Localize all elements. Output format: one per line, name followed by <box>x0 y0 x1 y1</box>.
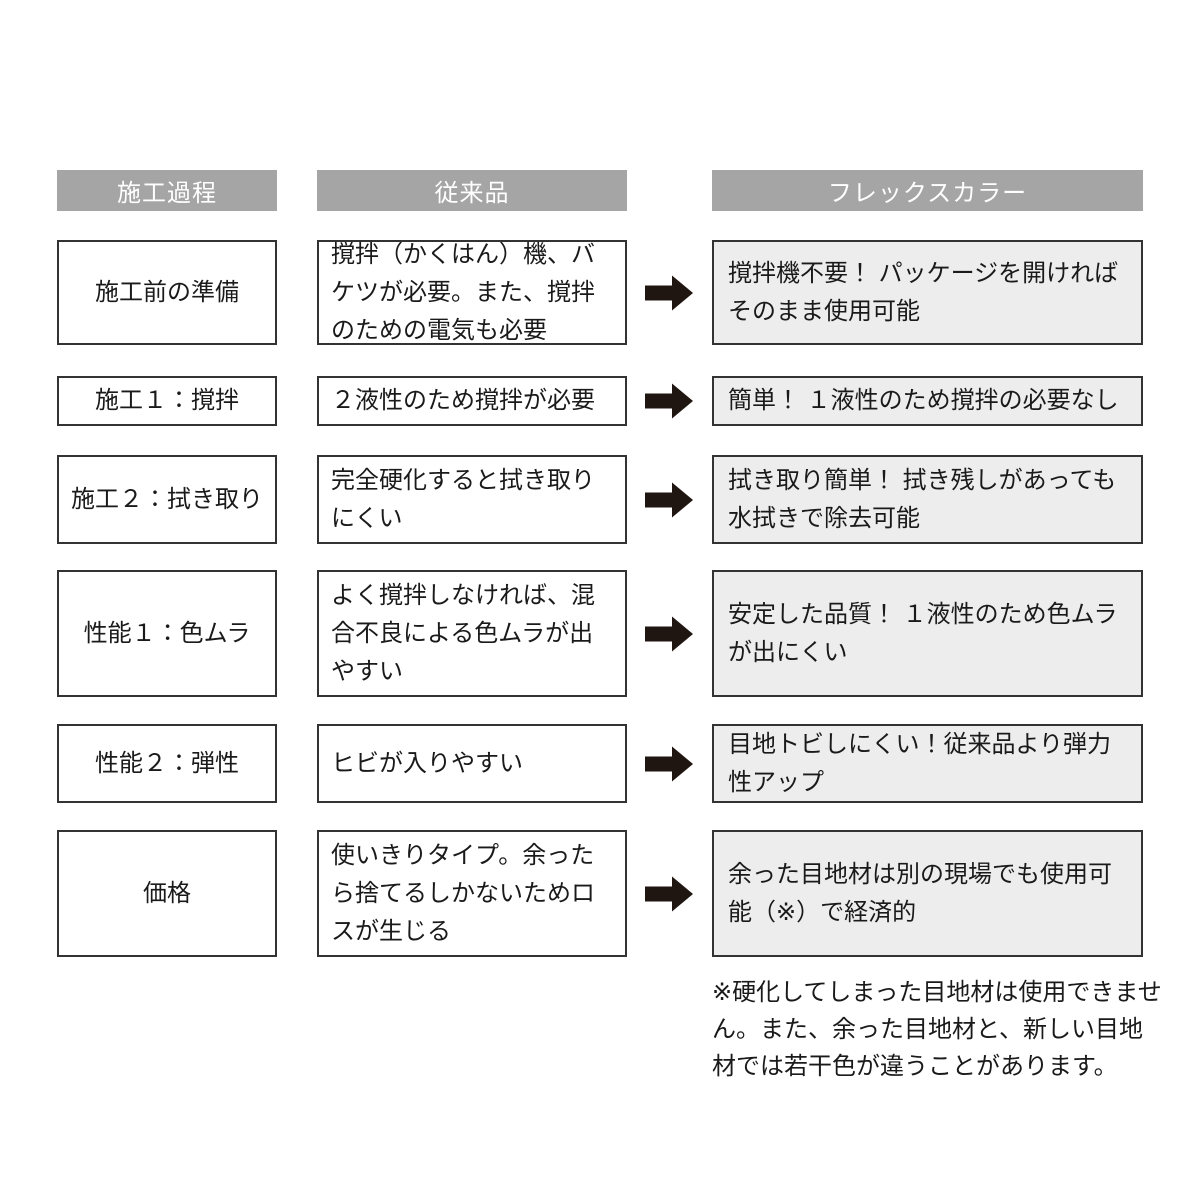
flexcolor-box: 余った目地材は別の現場でも使用可能（※）で経済的 <box>712 830 1143 957</box>
flexcolor-box: 安定した品質！ １液性のため色ムラが出にくい <box>712 570 1143 697</box>
arrow-right-icon <box>645 876 693 911</box>
process-box: 価格 <box>57 830 277 957</box>
flexcolor-box: 拭き取り簡単！ 拭き残しがあっても水拭きで除去可能 <box>712 455 1143 544</box>
column-header-process: 施工過程 <box>57 170 277 211</box>
conventional-box: 使いきりタイプ。余ったら捨てるしかないためロスが生じる <box>317 830 627 957</box>
flexcolor-box: 撹拌機不要！ パッケージを開ければそのまま使用可能 <box>712 240 1143 345</box>
flexcolor-box: 目地トビしにくい！従来品より弾力性アップ <box>712 724 1143 803</box>
comparison-row: 価格 使いきりタイプ。余ったら捨てるしかないためロスが生じる 余った目地材は別の… <box>0 830 1200 957</box>
process-box: 性能２：弾性 <box>57 724 277 803</box>
conventional-box: よく撹拌しなければ、混合不良による色ムラが出やすい <box>317 570 627 697</box>
footnote-text: ※硬化してしまった目地材は使用できません。また、余った目地材と、新しい目地材では… <box>712 979 1162 1080</box>
flexcolor-box: 簡単！ １液性のため撹拌の必要なし <box>712 376 1143 426</box>
arrow-right-icon <box>645 383 693 419</box>
conventional-box: ２液性のため撹拌が必要 <box>317 376 627 426</box>
process-box: 施工前の準備 <box>57 240 277 345</box>
comparison-row: 性能１：色ムラ よく撹拌しなければ、混合不良による色ムラが出やすい 安定した品質… <box>0 570 1200 697</box>
column-header-conventional: 従来品 <box>317 170 627 211</box>
process-box: 施工１：撹拌 <box>57 376 277 426</box>
arrow-right-icon <box>645 746 693 781</box>
conventional-box: 撹拌（かくはん）機、バケツが必要。また、撹拌のための電気も必要 <box>317 240 627 345</box>
comparison-row: 施工２：拭き取り 完全硬化すると拭き取りにくい 拭き取り簡単！ 拭き残しがあって… <box>0 455 1200 544</box>
comparison-row: 施工前の準備 撹拌（かくはん）機、バケツが必要。また、撹拌のための電気も必要 撹… <box>0 240 1200 345</box>
conventional-box: ヒビが入りやすい <box>317 724 627 803</box>
process-box: 性能１：色ムラ <box>57 570 277 697</box>
arrow-right-icon <box>645 275 693 310</box>
comparison-row: 性能２：弾性 ヒビが入りやすい 目地トビしにくい！従来品より弾力性アップ <box>0 724 1200 803</box>
comparison-row: 施工１：撹拌 ２液性のため撹拌が必要 簡単！ １液性のため撹拌の必要なし <box>0 376 1200 426</box>
process-box: 施工２：拭き取り <box>57 455 277 544</box>
arrow-right-icon <box>645 482 693 517</box>
arrow-right-icon <box>645 616 693 651</box>
column-header-flexcolor: フレックスカラー <box>712 170 1143 211</box>
conventional-box: 完全硬化すると拭き取りにくい <box>317 455 627 544</box>
